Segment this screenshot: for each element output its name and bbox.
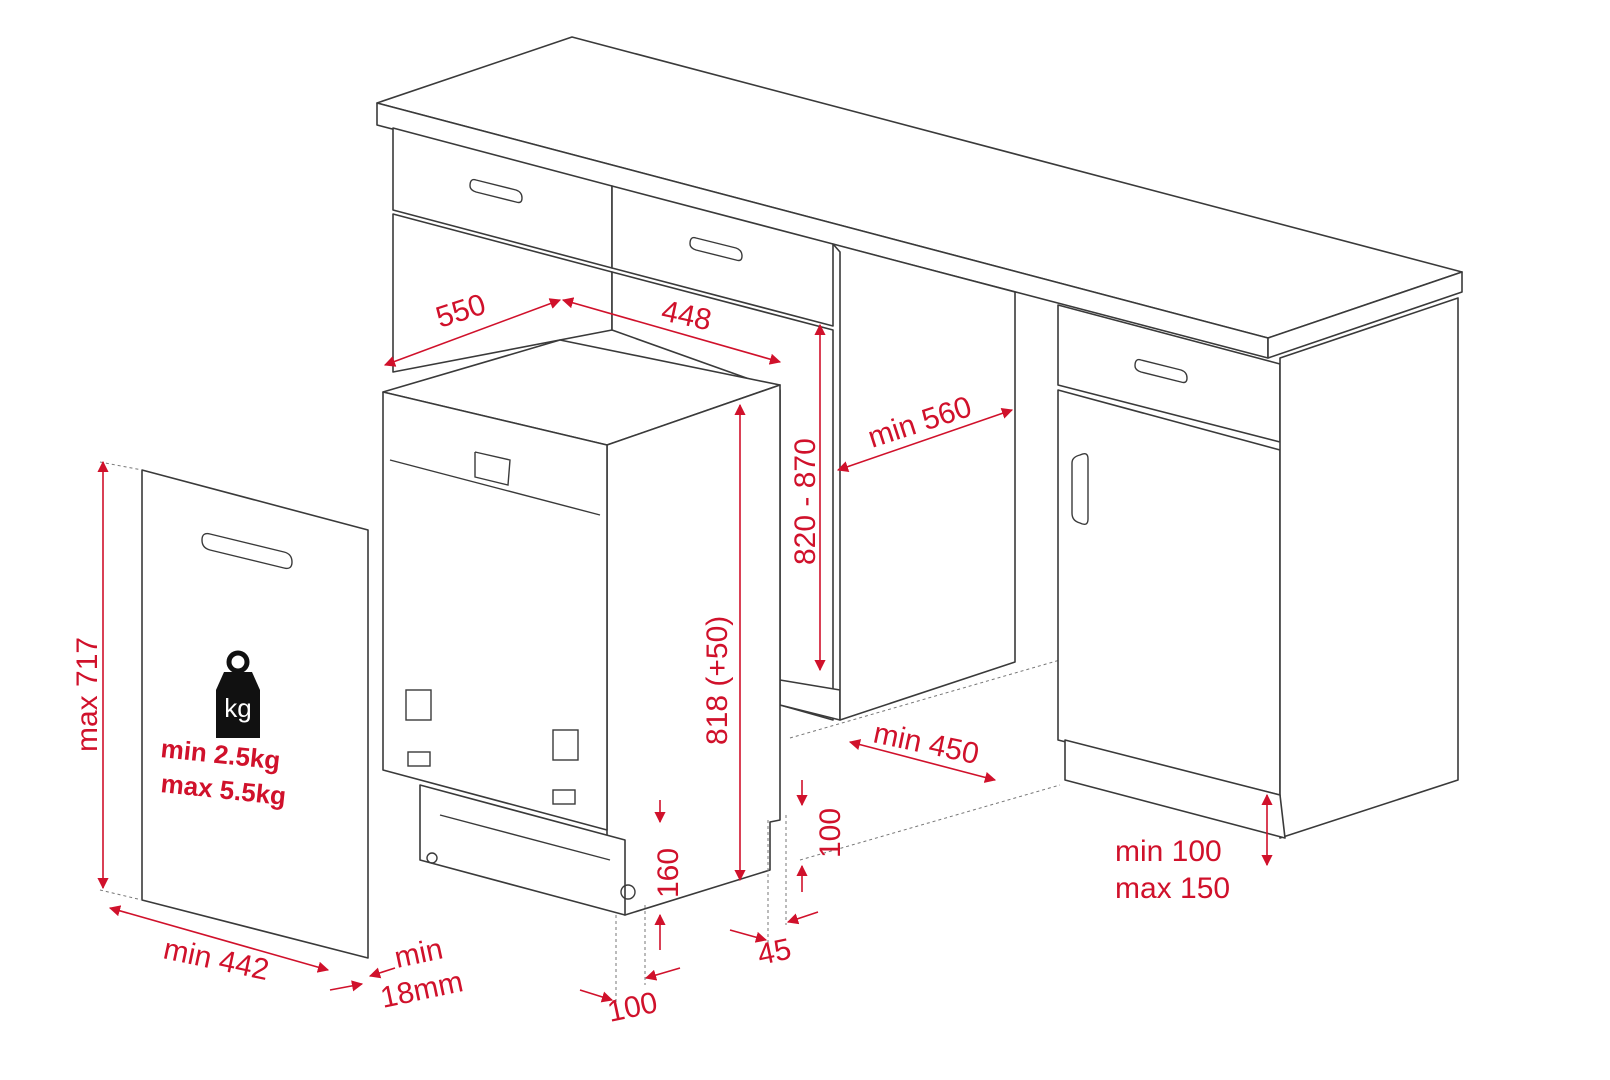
countertop bbox=[376, 36, 1463, 359]
label-niche-height: 820 - 870 bbox=[789, 438, 822, 565]
weight-icon-label: kg bbox=[224, 693, 251, 723]
label-plinth-max: max 150 bbox=[1115, 872, 1230, 905]
door-panel: kg bbox=[99, 461, 369, 959]
label-plinth-min: min 100 bbox=[1115, 835, 1222, 868]
label-niche-width: min 450 bbox=[871, 717, 982, 771]
drawer-handle bbox=[1134, 358, 1188, 384]
weight-icon: kg bbox=[216, 650, 260, 738]
drawer-handle bbox=[689, 236, 743, 262]
panel-handle bbox=[201, 532, 293, 570]
label-thickness-18mm: 18mm bbox=[378, 965, 466, 1015]
niche-side-panel bbox=[789, 243, 1061, 861]
label-bottom-100: 100 bbox=[605, 986, 661, 1029]
door-handle bbox=[1071, 452, 1089, 526]
label-appliance-height: 818 (+50) bbox=[701, 616, 734, 745]
right-cabinet bbox=[1057, 297, 1459, 839]
dimension-lines bbox=[97, 297, 1273, 1010]
label-thickness-min: min bbox=[392, 933, 446, 975]
label-plinth-45: 45 bbox=[755, 933, 795, 972]
drawer-handle bbox=[469, 178, 523, 204]
label-panel-height: max 717 bbox=[71, 637, 104, 752]
label-plinth-160: 160 bbox=[652, 848, 685, 898]
label-panel-width: min 442 bbox=[161, 933, 272, 987]
label-plinth-100: 100 bbox=[814, 808, 847, 858]
